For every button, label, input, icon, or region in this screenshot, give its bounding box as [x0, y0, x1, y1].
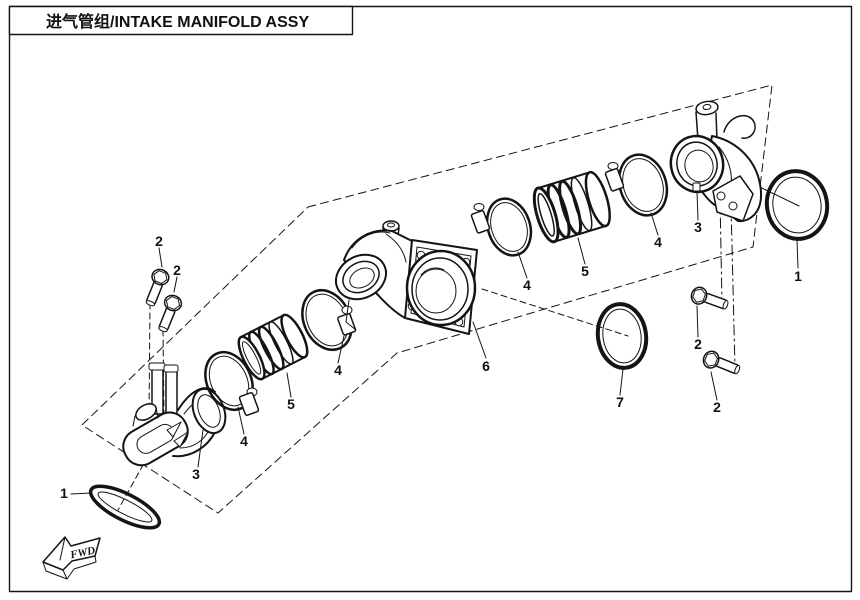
callout-2-left-b: 2: [173, 262, 181, 278]
part-bolt-2-right-b: [702, 350, 741, 375]
callout-6: 6: [482, 358, 490, 374]
callout-labels: 1 2 2 3 4 5 4 6 4 5 4 3 1 7 2 2: [60, 219, 802, 501]
part-gasket-1-left: [88, 484, 162, 530]
part-pipe-3-right: [669, 100, 763, 223]
part-manifold-6: [335, 220, 478, 335]
callout-4-c: 4: [523, 277, 531, 293]
callout-2-right-b: 2: [713, 399, 721, 415]
drawing-border: [8, 5, 853, 593]
part-hose-5-a: [237, 313, 309, 381]
fwd-arrow-icon: FWD: [42, 536, 101, 580]
part-bolt-2-right-a: [690, 286, 729, 310]
callout-4-a: 4: [240, 433, 248, 449]
callout-4-d: 4: [654, 234, 662, 250]
fwd-arrow-label: FWD: [68, 545, 96, 562]
part-bolt-2-left-a: [145, 268, 170, 307]
callout-1-right: 1: [794, 268, 802, 284]
part-clamp-4-a: [204, 351, 260, 416]
callout-3-left: 3: [192, 466, 200, 482]
title-block: 进气管组/INTAKE MANIFOLD ASSY: [8, 5, 354, 36]
callout-leaders: [70, 190, 799, 495]
part-pipe-3-left: [122, 362, 227, 467]
callout-3-right: 3: [694, 219, 702, 235]
part-hose-5-b: [532, 170, 611, 244]
callout-5-b: 5: [581, 263, 589, 279]
exploded-axis-outline: [81, 84, 773, 514]
callout-2-left-a: 2: [155, 233, 163, 249]
part-oring-1-right: [764, 169, 830, 241]
page-title: 进气管组/INTAKE MANIFOLD ASSY: [46, 12, 309, 31]
callout-1-left: 1: [60, 485, 68, 501]
part-clamp-4-d: [604, 153, 669, 217]
callout-4-b: 4: [334, 362, 342, 378]
callout-2-right-a: 2: [694, 336, 702, 352]
part-clamp-4-c: [470, 197, 533, 257]
part-bolt-2-left-b: [158, 294, 183, 333]
callout-7: 7: [616, 394, 624, 410]
part-oring-7: [595, 302, 649, 370]
callout-5-a: 5: [287, 396, 295, 412]
